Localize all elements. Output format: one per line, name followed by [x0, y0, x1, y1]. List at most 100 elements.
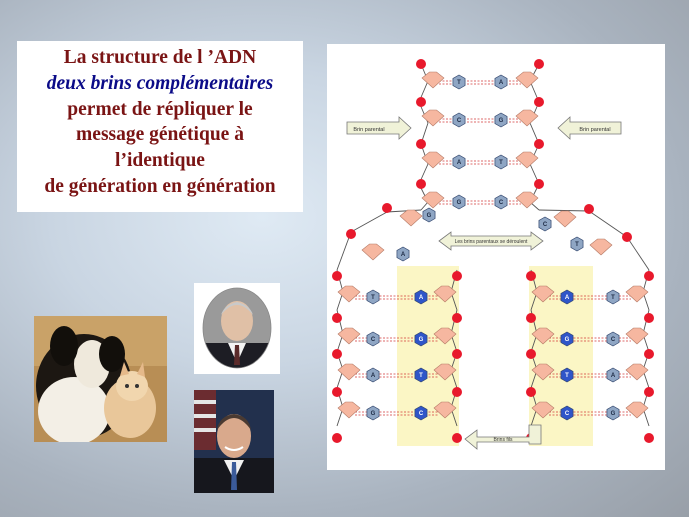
phosphate [526, 387, 536, 397]
base-letter: C [371, 337, 376, 343]
sugar [589, 238, 613, 256]
phosphate [644, 313, 654, 323]
sugar [361, 243, 385, 261]
sugar [421, 151, 445, 169]
title-line-4: message génétique à [76, 124, 244, 146]
base [414, 331, 428, 347]
sugar [337, 327, 361, 345]
base-letter: G [457, 200, 462, 206]
title-line-6: de génération en génération [44, 175, 276, 197]
sugar [337, 363, 361, 381]
sugar [515, 191, 539, 209]
sugar [433, 327, 457, 345]
photo-portrait-father [194, 283, 280, 374]
base [452, 112, 466, 128]
title-line-5: l’identique [115, 150, 205, 172]
base [538, 216, 552, 232]
sugar [553, 210, 577, 228]
base-letter: C [565, 411, 570, 417]
bond [626, 236, 650, 271]
base [560, 405, 574, 421]
phosphate [622, 232, 632, 242]
base-letter: A [499, 80, 504, 86]
bond [350, 211, 388, 233]
base [414, 289, 428, 305]
base [422, 207, 436, 223]
base-letter: A [419, 295, 424, 301]
base-letter: T [611, 295, 615, 301]
phosphate [644, 387, 654, 397]
base [570, 236, 584, 252]
base [560, 289, 574, 305]
phosphate [416, 59, 426, 69]
sugar [421, 109, 445, 127]
base-letter: T [499, 160, 503, 166]
base-letter: A [371, 373, 376, 379]
bond [538, 209, 590, 212]
base-letter: G [611, 411, 616, 417]
phosphate [584, 204, 594, 214]
phosphate [452, 313, 462, 323]
phosphate [332, 271, 342, 281]
base [414, 405, 428, 421]
base-letter: G [419, 337, 424, 343]
phosphate [526, 313, 536, 323]
base [560, 367, 574, 383]
base [366, 289, 380, 305]
phosphate [382, 203, 392, 213]
base-letter: T [371, 295, 375, 301]
base [452, 74, 466, 90]
base [494, 74, 508, 90]
sugar [433, 285, 457, 303]
base [606, 289, 620, 305]
base [366, 331, 380, 347]
phosphate [526, 349, 536, 359]
title-line-1: La structure de l ’ADN [63, 47, 257, 68]
phosphate [644, 433, 654, 443]
sugar [625, 363, 649, 381]
base-letter: C [543, 222, 548, 228]
sugar [625, 327, 649, 345]
base [606, 331, 620, 347]
base [452, 154, 466, 170]
base-letter: T [565, 373, 569, 379]
phosphate [332, 349, 342, 359]
phosphate [452, 271, 462, 281]
base-letter: A [565, 295, 570, 301]
base-letter: A [611, 373, 616, 379]
base [606, 367, 620, 383]
sugar [515, 71, 539, 89]
base [606, 405, 620, 421]
sugar [337, 401, 361, 419]
base-letter: C [457, 118, 462, 124]
sugar [515, 109, 539, 127]
title-line-3: permet de répliquer le [67, 98, 253, 120]
phosphate [416, 97, 426, 107]
base [452, 194, 466, 210]
photo-portrait-son [194, 390, 274, 493]
phosphate [346, 229, 356, 239]
base [366, 367, 380, 383]
phosphate [644, 349, 654, 359]
phosphate [452, 387, 462, 397]
title-line-2: deux brins complémentaires [46, 72, 274, 94]
sugar [337, 285, 361, 303]
base-letter: G [427, 213, 432, 219]
sugar [531, 327, 555, 345]
base-letter: C [499, 200, 504, 206]
label-brin-parental-left: Brin parental [353, 127, 384, 133]
title-box: La structure de l ’ADN deux brins complé… [17, 41, 303, 212]
phosphate [416, 179, 426, 189]
sugar [399, 209, 423, 227]
phosphate [534, 59, 544, 69]
arrow-brins-fils: Brins fils [464, 424, 542, 450]
base-letter: C [419, 411, 424, 417]
phosphate [534, 139, 544, 149]
base [396, 246, 410, 262]
sugar [625, 401, 649, 419]
sugar [421, 71, 445, 89]
base-letter: A [457, 160, 462, 166]
base-letter: C [611, 337, 616, 343]
base-letter: T [419, 373, 423, 379]
